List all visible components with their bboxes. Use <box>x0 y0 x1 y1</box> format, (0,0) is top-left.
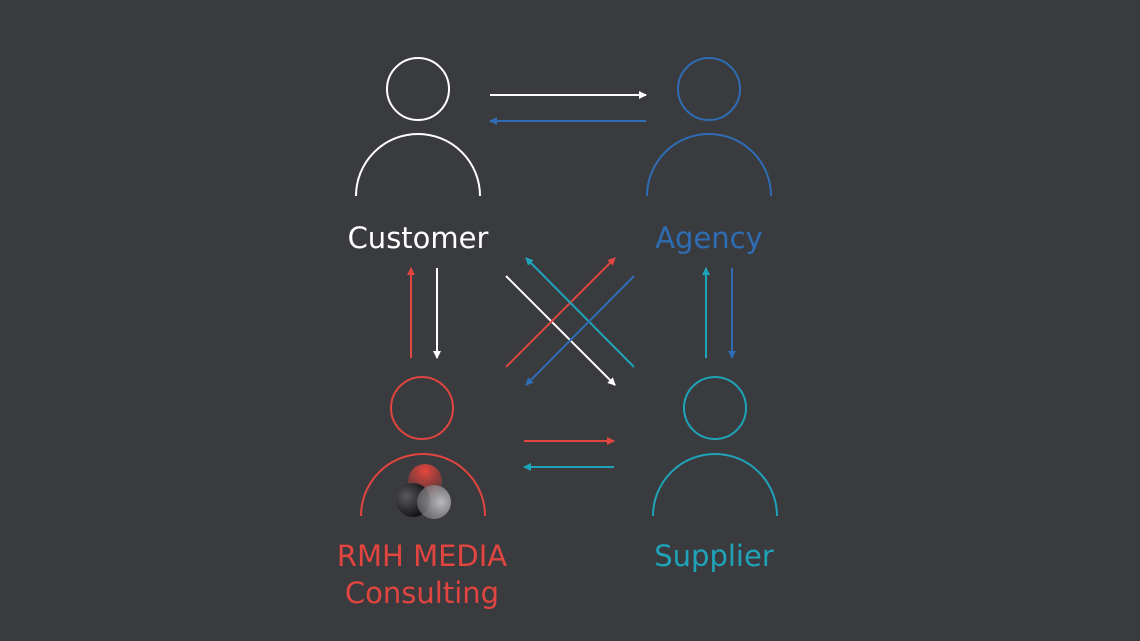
customer-person-icon <box>355 57 481 197</box>
supplier-person-icon <box>652 376 778 517</box>
agency-label: Agency <box>655 221 763 255</box>
consultant-label-line2: Consulting <box>344 576 500 610</box>
rmh-logo-icon <box>396 464 451 519</box>
customer-label: Customer <box>347 221 489 255</box>
arrow-supplier-to-customer <box>525 257 635 368</box>
arrow-agency-to-consultant <box>525 275 635 386</box>
consultant-label-line1: RMH MEDIA <box>336 539 508 573</box>
consultant-person-icon <box>360 376 486 517</box>
arrow-customer-to-supplier <box>505 275 616 386</box>
agency-person-icon <box>646 57 772 197</box>
arrow-consultant-to-agency <box>505 257 616 368</box>
supplier-label: Supplier <box>654 539 774 573</box>
